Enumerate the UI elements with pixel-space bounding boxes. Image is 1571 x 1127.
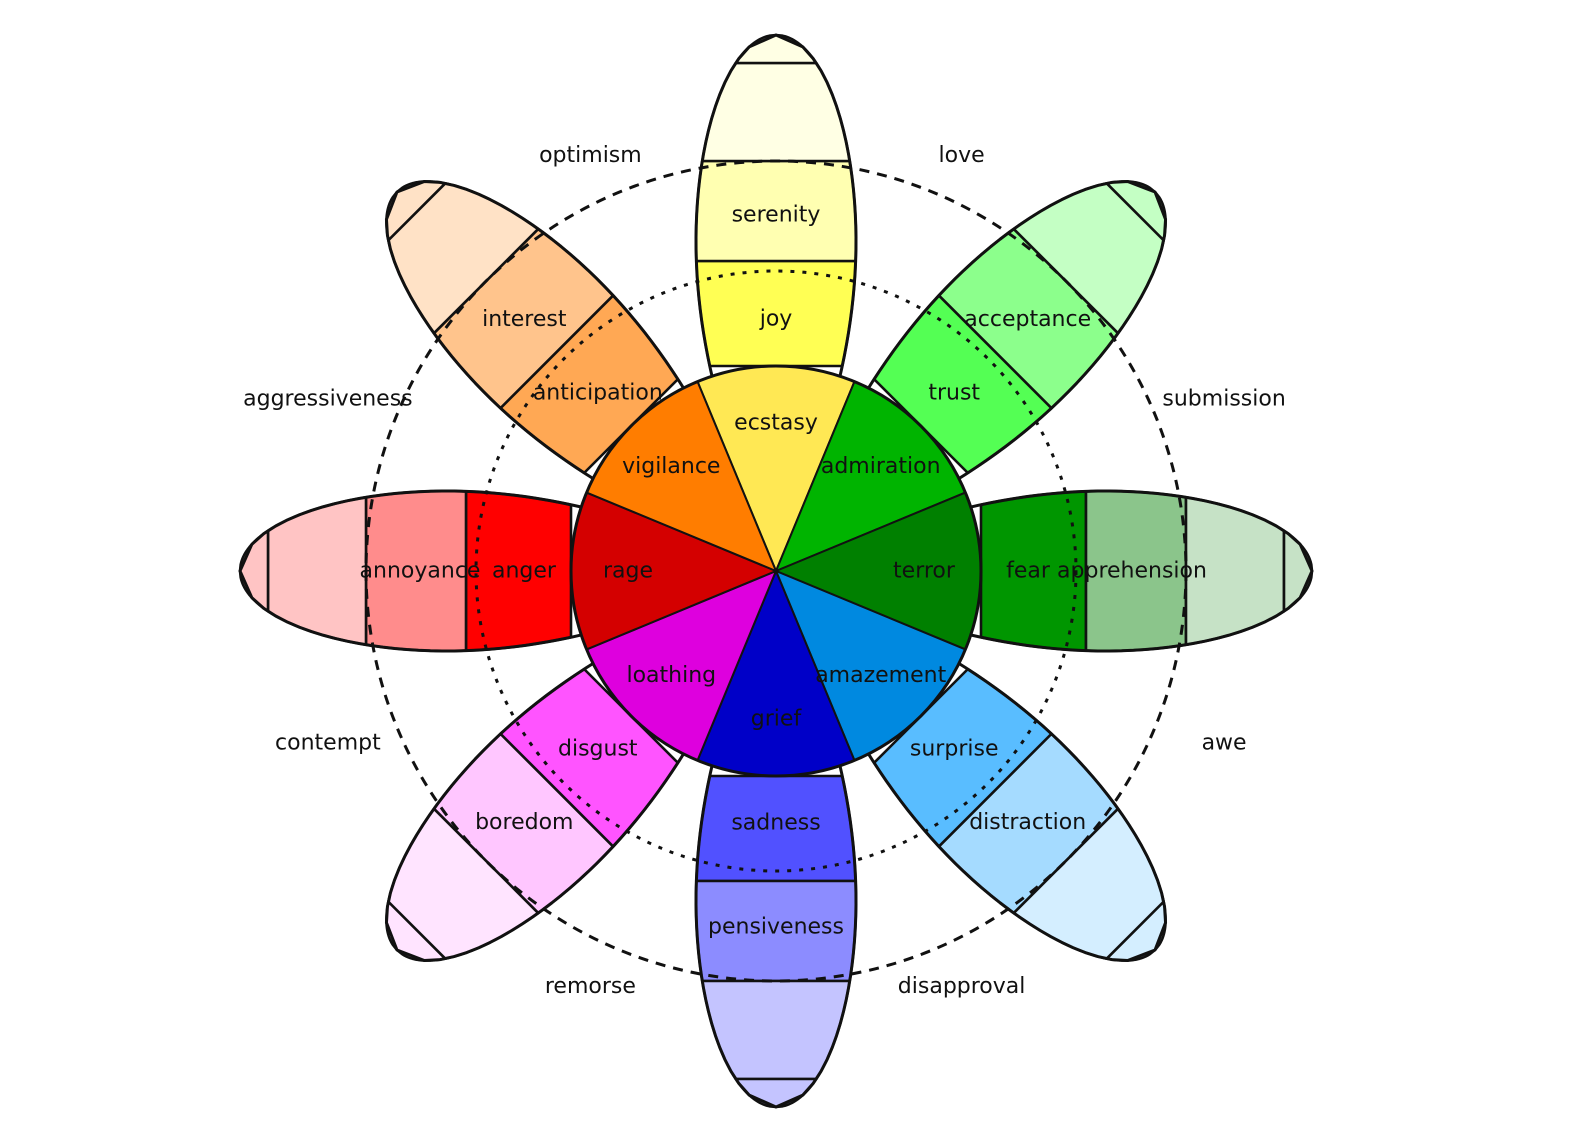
anticipation-petal-outline — [384, 179, 752, 547]
dyad-labels: love submission awe disapproval remorse conte… — [243, 143, 1286, 999]
petal-outlines — [238, 33, 1314, 1109]
disgust-middle-label: disgust — [558, 737, 638, 762]
disgust-inner-label: loathing — [626, 663, 716, 688]
anger-petal-outline — [238, 489, 718, 653]
inner-core-circle — [569, 364, 983, 778]
disgust-outer-label: boredom — [475, 810, 573, 835]
dyad-label-love: love — [939, 143, 985, 168]
sadness-tip-band — [700, 979, 852, 1081]
inner-core-wedges — [569, 364, 983, 778]
joy-tip-band — [700, 61, 852, 163]
fear-petal-outline — [834, 489, 1314, 653]
fear-outer-label: apprehension — [1057, 559, 1207, 584]
disgust-petal-outline — [384, 595, 752, 963]
dyad-label-disapproval: disapproval — [898, 974, 1026, 999]
sadness-petal-outline — [694, 629, 858, 1109]
emotion-labels: ecstasy joy serenity admiration trust accepta… — [360, 203, 1207, 940]
surprise-outer-label: distraction — [969, 810, 1086, 835]
dyad-label-submission: submission — [1162, 386, 1285, 411]
anger-middle-label: anger — [492, 559, 557, 584]
dyad-label-contempt: contempt — [275, 731, 381, 756]
joy-outer-label: serenity — [732, 203, 821, 228]
fear-middle-label: fear — [1006, 559, 1051, 584]
sadness-middle-label: sadness — [731, 811, 820, 836]
joy-petal-outline — [694, 33, 858, 513]
anticipation-outer-label: interest — [482, 307, 567, 332]
surprise-petal-outline — [800, 595, 1168, 963]
surprise-inner-label: amazement — [815, 663, 946, 688]
sadness-outer-label: pensiveness — [708, 915, 844, 940]
dyad-label-awe: awe — [1202, 731, 1247, 756]
fear-inner-label: terror — [893, 559, 956, 584]
trust-outer-label: acceptance — [964, 307, 1091, 332]
dyad-label-remorse: remorse — [545, 974, 636, 999]
trust-petal-outline — [800, 179, 1168, 547]
dotted-ring — [474, 269, 1078, 873]
anticipation-inner-label: vigilance — [622, 454, 720, 479]
trust-middle-label: trust — [928, 380, 980, 405]
dyad-label-aggressiveness: aggressiveness — [243, 386, 413, 411]
anger-inner-label: rage — [603, 559, 653, 584]
anger-tip-band — [266, 495, 368, 647]
sadness-inner-label: grief — [751, 707, 803, 732]
dashed-ring — [364, 159, 1188, 983]
joy-middle-label: joy — [759, 307, 793, 332]
anticipation-middle-label: anticipation — [533, 380, 663, 405]
dyad-label-optimism: optimism — [539, 143, 642, 168]
trust-inner-label: admiration — [821, 454, 941, 479]
joy-inner-label: ecstasy — [734, 411, 818, 436]
anger-outer-label: annoyance — [360, 559, 481, 584]
surprise-middle-label: surprise — [910, 737, 999, 762]
